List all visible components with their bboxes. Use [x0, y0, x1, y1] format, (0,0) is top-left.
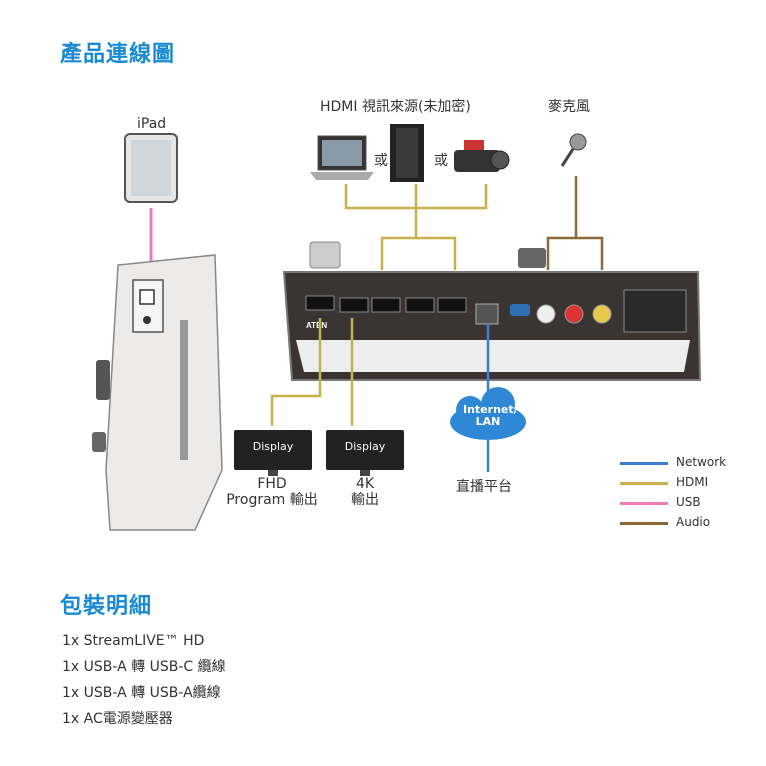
device-side-view [92, 254, 223, 531]
display-fhd-stand [268, 470, 278, 476]
legend-label-usb: USB [676, 495, 701, 509]
or-label-1: 或 [374, 153, 388, 169]
display-4k-label: Display [344, 440, 386, 453]
package-item: 1x USB-A 轉 USB-C 纜線 [62, 659, 226, 675]
legend-label-network: Network [676, 455, 727, 469]
display-fhd: Display [234, 430, 312, 476]
fhd-output-line1: FHD [257, 476, 287, 492]
4k-output-label: 4K 輸出 [326, 476, 404, 508]
hdmi-input-lines [344, 184, 488, 270]
fhd-output-label: FHD Program 輸出 [222, 476, 322, 508]
legend-item-hdmi: HDMI [620, 474, 740, 494]
display-4k: Display [326, 430, 404, 476]
audio-input-lines [546, 176, 604, 270]
package-list: 1x StreamLIVE™ HD 1x USB-A 轉 USB-C 纜線 1x… [62, 628, 226, 732]
legend-swatch-audio [620, 522, 668, 525]
legend-item-network: Network [620, 454, 740, 474]
4k-output-line1: 4K [355, 476, 375, 492]
legend: Network HDMI USB Audio [620, 454, 740, 534]
device-front-view [282, 241, 702, 381]
legend-swatch-usb [620, 502, 668, 505]
package-title: 包裝明細 [60, 594, 153, 619]
cloud-label: Internet/ LAN [463, 403, 518, 428]
cloud-label-line1: Internet/ [463, 403, 518, 416]
brand-text: ATEN [306, 321, 327, 330]
package-item: 1x USB-A 轉 USB-A纜線 [62, 685, 221, 701]
package-item: 1x StreamLIVE™ HD [62, 633, 205, 649]
legend-swatch-hdmi [620, 482, 668, 485]
ipad-icon [124, 133, 178, 203]
legend-label-hdmi: HDMI [676, 475, 709, 489]
4k-output-line2: 輸出 [351, 492, 379, 508]
cloud-icon [450, 387, 526, 440]
camcorder-icon [454, 140, 510, 172]
hdmi-output-lines [270, 318, 354, 426]
laptop-icon [310, 135, 374, 180]
microphone-label: 麥克風 [548, 99, 590, 115]
ipad-label: iPad [137, 116, 167, 132]
fhd-output-line2: Program 輸出 [226, 492, 318, 508]
streaming-platform-label: 直播平台 [456, 479, 512, 495]
or-label-2: 或 [434, 153, 448, 169]
cloud-label-line2: LAN [475, 415, 501, 428]
display-4k-stand [360, 470, 370, 476]
connection-diagram: ATEN [92, 124, 702, 531]
hdmi-source-label: HDMI 視訊來源(未加密) [320, 99, 471, 115]
legend-item-audio: Audio [620, 514, 740, 534]
connection-diagram-title: 產品連線圖 [60, 42, 176, 67]
microphone-icon [560, 133, 587, 167]
package-item: 1x AC電源變壓器 [62, 711, 173, 727]
display-fhd-label: Display [252, 440, 294, 453]
console-icon [390, 124, 424, 182]
legend-item-usb: USB [620, 494, 740, 514]
legend-swatch-network [620, 462, 668, 465]
legend-label-audio: Audio [676, 515, 711, 529]
